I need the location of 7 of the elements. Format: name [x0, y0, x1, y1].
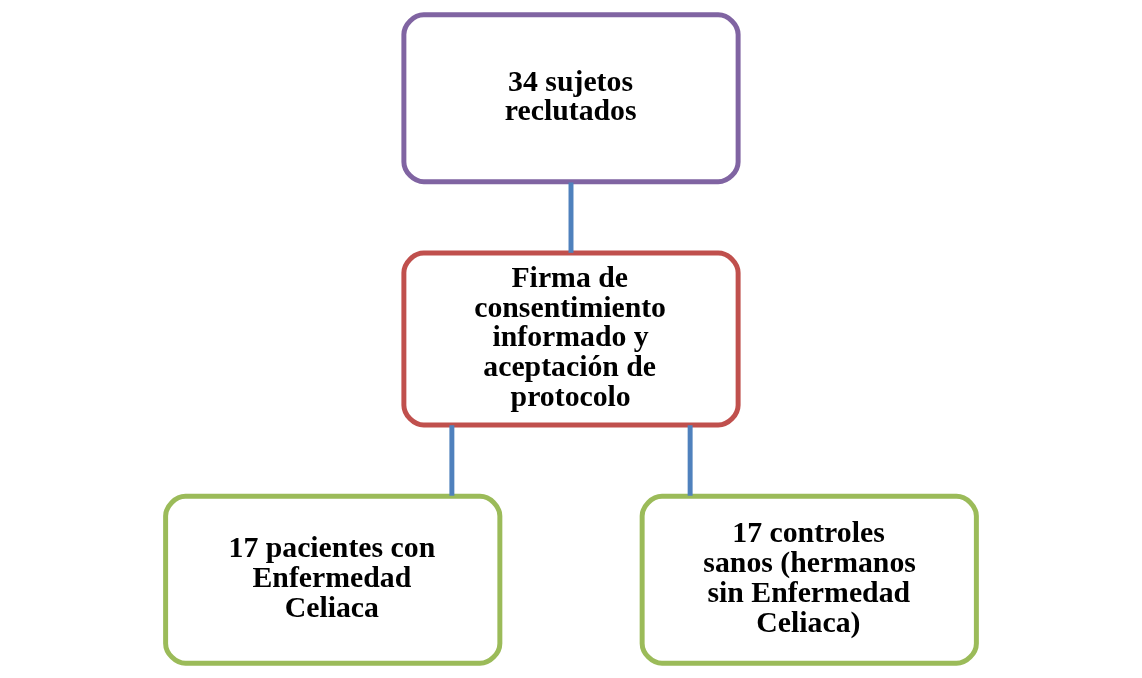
node-box: 17 pacientes con Enfermedad Celiaca [163, 493, 503, 666]
connector [687, 425, 693, 496]
connector [449, 425, 455, 496]
node-box: 34 sujetos reclutados [401, 12, 741, 185]
node-box: Firma de consentimiento informado y aceptación de protocolo [401, 250, 741, 428]
connector [568, 182, 574, 253]
node-box: 17 controles sanos (hermanos sin Enfermedad Celiaca) [639, 493, 979, 666]
